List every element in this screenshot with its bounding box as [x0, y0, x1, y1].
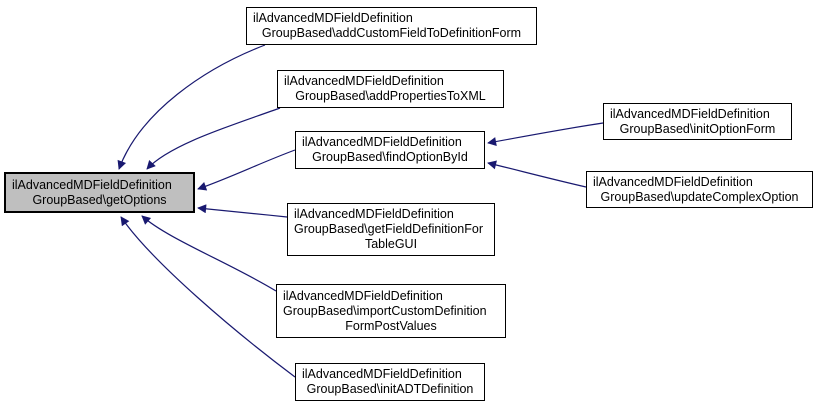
node-label-line: TableGUI — [364, 237, 418, 251]
edge-findoptionbyid-to-getoptions — [197, 149, 296, 191]
node-label-line: GroupBased\updateComplexOption — [600, 189, 799, 204]
node-label-line: ilAdvancedMDFieldDefinition — [302, 135, 462, 149]
node-label-line: GroupBased\addPropertiesToXML — [295, 89, 486, 103]
node-label-line: GroupBased\getFieldDefinitionFor — [294, 222, 483, 236]
node-label-line: GroupBased\initADTDefinition — [306, 382, 474, 396]
node-label-line: GroupBased\initOptionForm — [619, 121, 776, 136]
node-label-line: ilAdvancedMDFieldDefinition — [284, 74, 444, 88]
node-label-line: GroupBased\findOptionById — [312, 150, 468, 164]
node-label-line: ilAdvancedMDFieldDefinition — [283, 288, 443, 303]
edge-updatecomplexoption-to-findoptionbyid — [487, 160, 587, 188]
node-label-line: ilAdvancedMDFieldDefinition — [12, 177, 172, 192]
node-label-line: ilAdvancedMDFieldDefinition — [593, 174, 753, 189]
node-label-line: GroupBased\addCustomFieldToDefinitionFor… — [261, 26, 522, 40]
edge-addpropertiestoxml-to-getoptions — [146, 107, 281, 170]
node-label-line: ilAdvancedMDFieldDefinition — [294, 207, 454, 221]
node-label-line: GroupBased\getOptions — [32, 192, 167, 207]
edge-getfielddefinitionfortablegui-to-getoptions — [197, 204, 288, 218]
edge-initoptionform-to-findoptionbyid — [487, 122, 604, 146]
edge-initadtdefinition-to-getoptions — [120, 216, 296, 378]
edge-addcustomfield-to-getoptions — [117, 44, 266, 170]
node-label-line: ilAdvancedMDFieldDefinition — [610, 106, 770, 121]
edge-importcustomdefinition-to-getoptions — [141, 215, 277, 292]
node-label-line: ilAdvancedMDFieldDefinition — [253, 11, 413, 25]
node-label-line: GroupBased\importCustomDefinition — [283, 303, 487, 318]
node-label-line: FormPostValues — [345, 318, 437, 333]
node-label-line: ilAdvancedMDFieldDefinition — [302, 367, 462, 381]
